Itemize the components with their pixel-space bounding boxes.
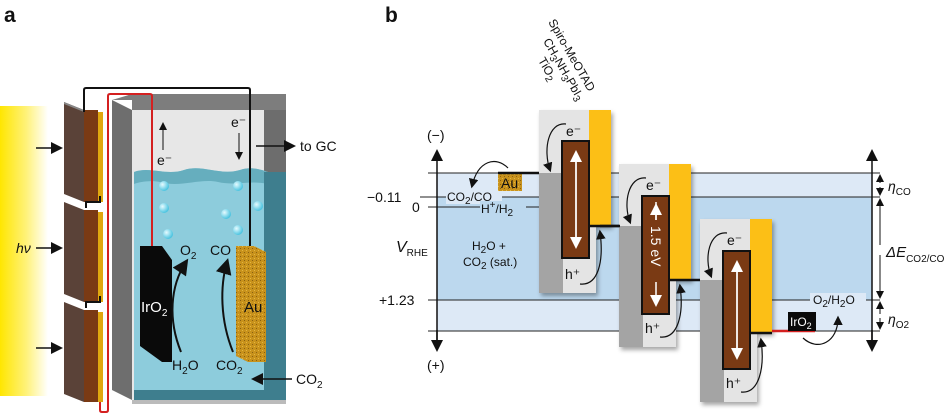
- o2-product-label: O2: [180, 242, 197, 262]
- electron-transfer-arrow-3: [703, 232, 728, 279]
- electrolyte-label-line1: H2O +: [472, 239, 506, 256]
- hole-label-3: h⁺: [726, 375, 741, 391]
- au-electrode-label: Au: [244, 299, 262, 316]
- reduction-arrow: [215, 258, 234, 353]
- hole-label-2: h⁺: [645, 320, 660, 336]
- oxidation-arrow: [171, 258, 189, 353]
- iro2-anode-block: [788, 312, 816, 331]
- eta-co-label: ηCO: [888, 178, 911, 198]
- gas-bubbles: [159, 181, 263, 239]
- iro2-anode-label: IrO2: [790, 315, 812, 331]
- photon-label: hν: [16, 240, 31, 256]
- hole-transfer-arrow-3: [740, 337, 767, 393]
- axis-top-label: (−): [427, 127, 445, 143]
- hole-label-1: h⁺: [565, 266, 580, 282]
- solar-cell-top: [64, 102, 103, 202]
- au-cathode-label: Au: [501, 175, 518, 191]
- electron-label-1: e⁻: [566, 123, 581, 139]
- co2-inlet-label: CO2: [296, 371, 323, 391]
- h2o-reactant-label: H2O: [172, 357, 199, 377]
- gc-outlet-label: to GC: [300, 138, 337, 154]
- tick-value-o2-h2o: +1.23: [379, 292, 415, 308]
- au-electrode: [236, 246, 266, 362]
- au-cathode-block: [498, 173, 522, 191]
- iro2-electrode-label: IrO2: [141, 299, 168, 319]
- co2-co-label-bg: [446, 190, 502, 204]
- axis-ylabel: VRHE: [396, 239, 428, 259]
- h-h2-label-bg: [480, 201, 526, 215]
- series-wire-1: [85, 196, 101, 208]
- h-h2-label: H+/H2: [481, 200, 514, 219]
- anode-hole-transfer-arrow: [802, 315, 843, 345]
- panel-a: a hν: [0, 4, 337, 413]
- electron-transfer-arrow-2: [622, 177, 647, 225]
- layer-labels: Spiro-MeOTAD CH3NH3PbI3 TiO2: [535, 17, 598, 105]
- cathode-wire: [83, 87, 251, 250]
- o2-h2o-label: O2/H2O: [813, 293, 855, 310]
- axis-bottom-label: (+): [427, 357, 445, 373]
- electron-label-3: e⁻: [727, 232, 742, 248]
- solar-cell-bottom: [64, 302, 103, 402]
- panel-a-label: a: [4, 4, 16, 27]
- panel-b-label: b: [385, 4, 398, 27]
- co2-co-label: CO2/CO: [447, 190, 492, 207]
- anode-wire: [99, 93, 153, 413]
- cathode-electron-transfer-arrow: [468, 160, 509, 189]
- electron-down-label: e⁻: [231, 114, 246, 130]
- solar-cell-middle: [64, 202, 103, 302]
- electron-up-label: e⁻: [157, 152, 172, 168]
- bandgap-label: 1.5 eV: [648, 226, 664, 267]
- delta-e-label: ΔECO2/CO: [885, 244, 945, 265]
- eta-o2-label: ηO2: [888, 311, 910, 331]
- hole-transfer-arrow-2: [659, 283, 686, 338]
- tick-value-co2-co: −0.11: [367, 189, 402, 205]
- hole-transfer-arrow-1: [579, 229, 606, 285]
- panel-b: b Spiro-MeOTAD CH3NH3PbI3 TiO2 (−) (+) V…: [367, 4, 945, 402]
- tick-value-h2: 0: [412, 199, 420, 215]
- co2-reactant-label: CO2: [216, 357, 243, 377]
- electron-label-2: e⁻: [646, 177, 661, 193]
- electron-transfer-arrow-1: [543, 123, 567, 173]
- electrolyte-label-line2: CO2 (sat.): [463, 255, 517, 272]
- co-product-label: CO: [210, 242, 231, 258]
- o2-h2o-label-bg: [810, 293, 866, 307]
- series-wire-2: [85, 296, 101, 308]
- iro2-electrode: [140, 246, 172, 362]
